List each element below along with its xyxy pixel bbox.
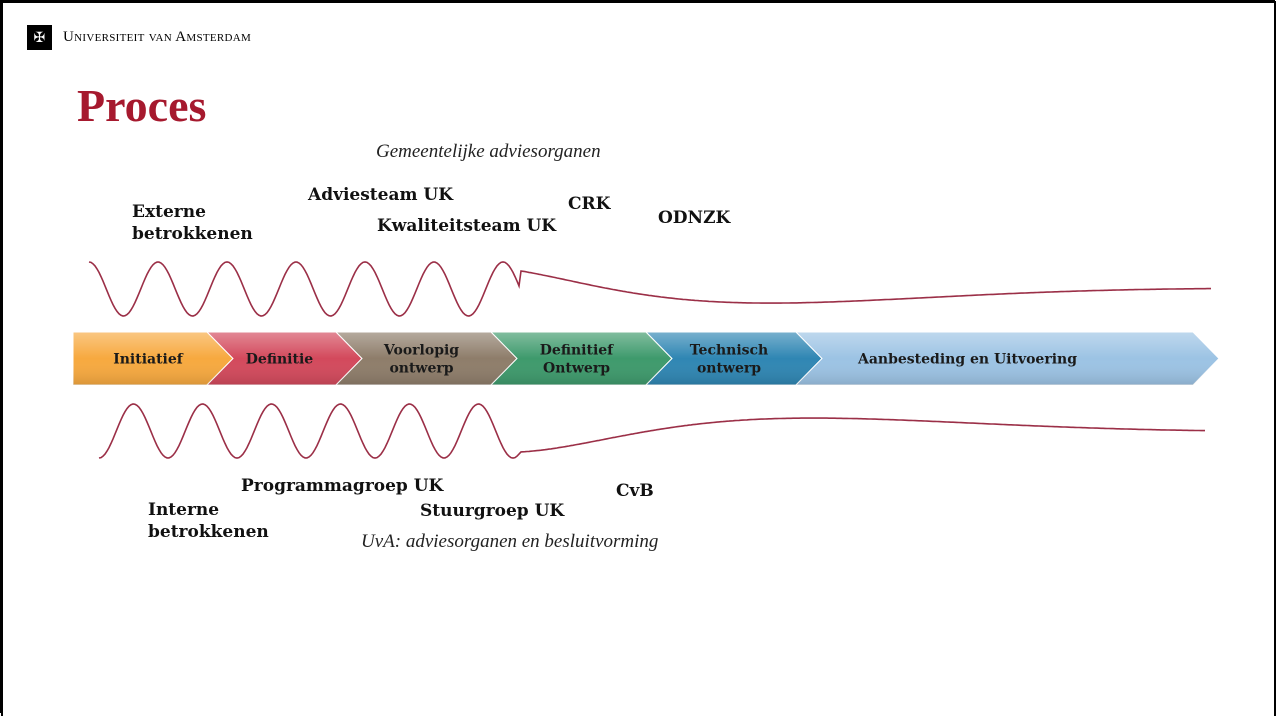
header: ✠ Universiteit van Amsterdam [27, 25, 251, 50]
phase-label-5: Aanbesteding en Uitvoering [857, 352, 1077, 368]
label-cvb: CvB [616, 481, 654, 501]
phase-label-0: Initiatief [113, 352, 184, 368]
top-wave [88, 261, 1211, 317]
phase-shine-0 [73, 332, 233, 385]
slide-title: Proces [77, 80, 207, 131]
phase-label-1: Definitie [246, 352, 314, 368]
label-interne-line1: Interne [148, 500, 220, 520]
top-caption: Gemeentelijke adviesorganen [376, 141, 601, 162]
phase-label-4-line2: ontwerp [697, 361, 761, 377]
label-odnzk: ODNZK [658, 208, 731, 228]
label-kwaliteitsteam: Kwaliteitsteam UK [377, 216, 557, 236]
bottom-wave [98, 403, 1205, 459]
label-crk: CRK [568, 194, 611, 214]
label-externe-line1: Externe [132, 202, 206, 222]
label-programmagroep: Programmagroep UK [241, 476, 444, 496]
phase-chevrons: Initiatief Definitie Voorlopig ontwerp Defin… [72, 331, 1220, 386]
label-interne-line2: betrokkenen [148, 522, 269, 542]
phase-shine-3 [491, 332, 672, 385]
phase-label-3-line1: Definitief [540, 343, 614, 359]
label-externe-line2: betrokkenen [132, 224, 253, 244]
phase-label-2-line2: ontwerp [389, 361, 453, 377]
phase-shine-2 [336, 332, 517, 385]
phase-label-3-line2: Ontwerp [543, 361, 610, 377]
bottom-caption: UvA: adviesorganen en besluitvorming [361, 531, 659, 552]
label-adviesteam: Adviesteam UK [308, 185, 453, 205]
phase-shine-5 [796, 332, 1219, 385]
label-stuurgroep: Stuurgroep UK [420, 501, 565, 521]
phase-label-2-line1: Voorlopig [383, 343, 459, 359]
university-name: Universiteit van Amsterdam [63, 29, 252, 45]
phase-shine-1 [207, 332, 362, 385]
phase-label-4-line1: Technisch [690, 343, 769, 359]
uva-logo-icon: ✠ [27, 25, 52, 50]
phase-shine-4 [646, 332, 822, 385]
